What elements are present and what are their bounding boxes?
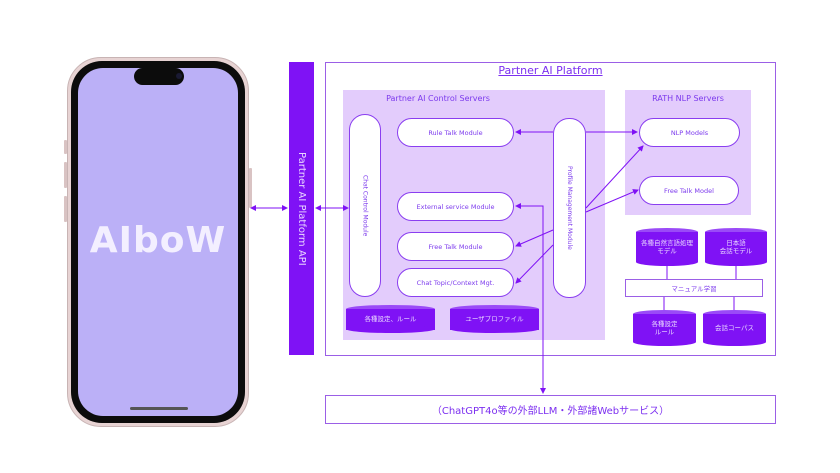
- db-conversation-corpus-bottom: [703, 338, 766, 346]
- db-japanese-conversation-body: [705, 232, 767, 262]
- nlp-models: NLP Models: [639, 118, 740, 147]
- db-settings-rules-2-bottom: [633, 338, 696, 346]
- db-nlp-models: 各種自然言語処理 モデル: [641, 238, 693, 255]
- db-nlp-models-body: [636, 232, 698, 262]
- db-japanese-conversation: 日本語 会話モデル: [719, 238, 753, 255]
- external-services-box: （ChatGPT4o等の外部LLM・外部諸Webサービス）: [325, 395, 776, 424]
- chat-topic-context-module: Chat Topic/Context Mgt.: [397, 268, 514, 297]
- db-user-profile: ユーザプロファイル: [465, 315, 524, 324]
- db-user-profile-body: [450, 309, 539, 330]
- db-settings-rules-2: 各種設定 ルール: [651, 319, 678, 336]
- db-settings-rules-2-body: [633, 314, 696, 342]
- platform-api-label-wrap: Partner AI Platform API: [289, 62, 314, 355]
- db-conversation-corpus-body: [703, 314, 766, 342]
- db-conversation-corpus: 会話コーパス: [715, 323, 754, 332]
- phone-screen: [78, 68, 238, 416]
- platform-api-label: Partner AI Platform API: [296, 151, 307, 266]
- phone-mute-switch: [64, 140, 67, 154]
- db-nlp-models-bottom: [636, 258, 698, 266]
- app-logo: AIboW: [89, 220, 227, 261]
- free-talk-module: Free Talk Module: [397, 232, 514, 261]
- external-service-module: External service Module: [397, 192, 514, 221]
- manual-learning-box: マニュアル学習: [625, 279, 763, 297]
- profile-management-module-label: Profile Management Module: [566, 166, 573, 250]
- profile-nlp-diag-arrow: [585, 145, 644, 209]
- rule-talk-module: Rule Talk Module: [397, 118, 514, 147]
- rath-servers-title: RATH NLP Servers: [652, 94, 724, 103]
- free-talk-model: Free Talk Model: [639, 176, 739, 205]
- control-servers-title: Partner AI Control Servers: [386, 94, 490, 103]
- db-settings-rules-body: [346, 309, 435, 330]
- profile-free-talk-module-arrow: [515, 229, 554, 247]
- phone-volume-down: [64, 196, 67, 222]
- db-settings-rules: 各種設定、ルール: [364, 315, 417, 324]
- home-indicator: [130, 407, 188, 410]
- chat-control-module: Chat Control Module: [349, 114, 381, 297]
- phone-volume-up: [64, 162, 67, 188]
- db-japanese-conversation-bottom: [705, 258, 767, 266]
- camera-icon: [176, 73, 182, 79]
- dynamic-island: [134, 68, 184, 85]
- external-service-arrow: [515, 203, 544, 393]
- db-settings-rules-bottom: [346, 325, 435, 333]
- db-user-profile-bottom: [450, 325, 539, 333]
- chat-control-module-label: Chat Control Module: [361, 174, 369, 237]
- profile-management-module: Profile Management Module: [553, 118, 586, 298]
- profile-chat-topic-arrow: [515, 244, 554, 284]
- platform-api-bar: [289, 62, 314, 355]
- profile-free-talk-model-arrow: [585, 189, 639, 213]
- phone-power-button: [249, 168, 252, 208]
- platform-title: Partner AI Platform: [498, 64, 603, 77]
